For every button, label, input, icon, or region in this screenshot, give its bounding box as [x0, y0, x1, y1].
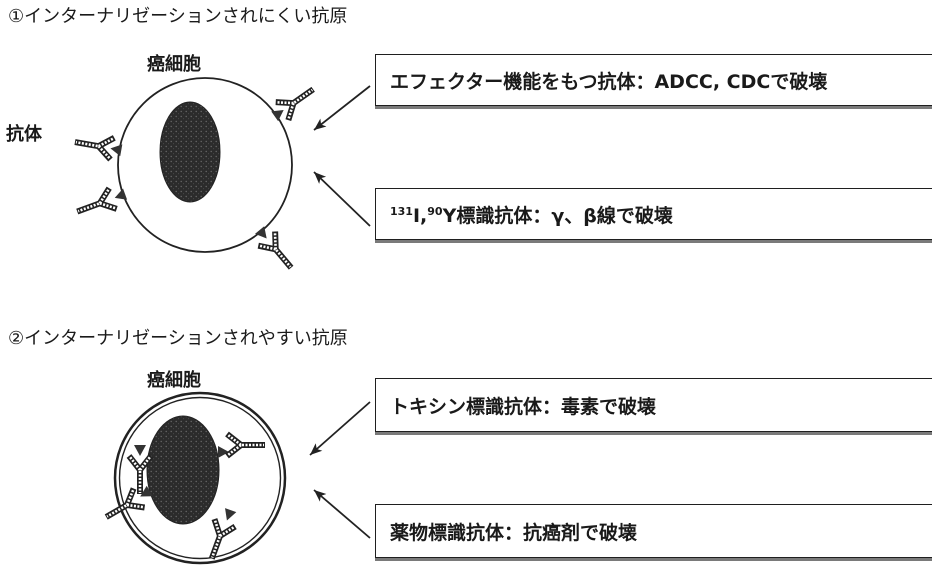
arrow-icon [309, 401, 371, 456]
antibody-icon [258, 232, 299, 275]
antibody-icon [276, 80, 320, 120]
cell-membrane-inner-ring [118, 396, 282, 560]
toxin-antibody-text: トキシン標識抗体：毒素で破壊 [390, 395, 657, 418]
section1-cell-label: 癌細胞 [147, 54, 201, 75]
iodine-symbol: I, [412, 204, 428, 227]
radiolabeled-antibody-text: 131I,90Y標識抗体：γ、β線で破壊 [390, 201, 673, 228]
effector-antibody-box: エフェクター機能をもつ抗体：ADCC, CDCで破壊 [375, 54, 932, 106]
arrow-icon [313, 489, 371, 539]
radiolabeled-antibody-box: 131I,90Y標識抗体：γ、β線で破壊 [375, 188, 932, 240]
drug-antibody-text: 薬物標識抗体：抗癌剤で破壊 [390, 521, 638, 544]
nucleus-icon [159, 101, 221, 203]
antibody-icon [73, 188, 116, 222]
isotope-mass-90: 90 [427, 204, 443, 218]
antibody-label: 抗体 [6, 124, 42, 145]
antibody-icon [73, 131, 114, 159]
radiolabel-description: Y標識抗体：γ、β線で破壊 [442, 204, 673, 227]
drug-antibody-box: 薬物標識抗体：抗癌剤で破壊 [375, 504, 932, 558]
toxin-antibody-box: トキシン標識抗体：毒素で破壊 [375, 378, 932, 432]
effector-antibody-text: エフェクター機能をもつ抗体：ADCC, CDCで破壊 [390, 70, 828, 93]
section1-header: ①インターナリゼーションされにくい抗原 [8, 6, 348, 27]
section2-header: ②インターナリゼーションされやすい抗原 [8, 328, 348, 349]
isotope-mass-131: 131 [390, 204, 413, 218]
arrow-icon [313, 171, 371, 227]
arrow-icon [313, 85, 371, 131]
nucleus-icon [146, 415, 220, 525]
section2-cell-label: 癌細胞 [147, 370, 201, 391]
